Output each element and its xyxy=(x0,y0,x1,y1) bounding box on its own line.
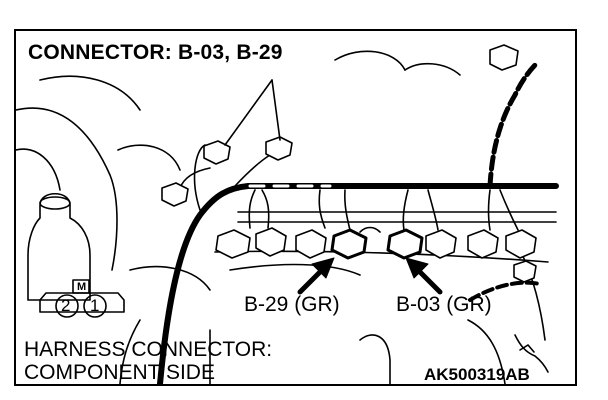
lower-right-harness xyxy=(468,280,549,373)
callout-arrows xyxy=(297,257,443,295)
connector-marker-label: M xyxy=(77,281,87,293)
pin-2-label: 2 xyxy=(61,296,71,315)
figure-code: AK500319AB xyxy=(424,365,530,384)
engine-contours xyxy=(16,50,557,384)
caption-line-2: COMPONENT SIDE xyxy=(24,361,215,384)
main-harness xyxy=(119,59,559,384)
harness-branches xyxy=(179,144,519,231)
title-leader-lines xyxy=(224,79,281,146)
diagram-frame xyxy=(14,29,577,386)
caption-line-1: HARNESS CONNECTOR: xyxy=(24,338,273,361)
reservoir-tank xyxy=(27,192,91,301)
connector-pin-mark xyxy=(39,279,125,318)
pin-1-label: 1 xyxy=(90,296,100,315)
connector-blocks xyxy=(161,44,537,283)
callout-b29: B-29 (GR) xyxy=(244,293,340,316)
diagram-title: CONNECTOR: B-03, B-29 xyxy=(28,41,283,64)
callout-b03: B-03 (GR) xyxy=(396,293,492,316)
